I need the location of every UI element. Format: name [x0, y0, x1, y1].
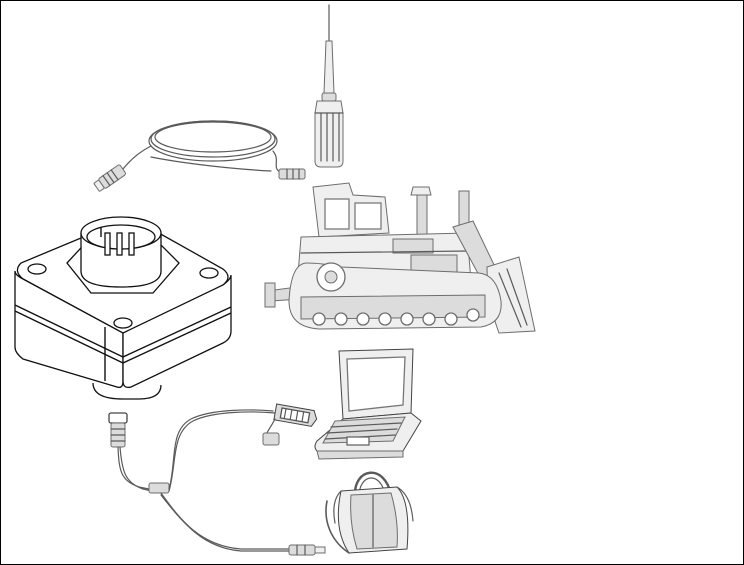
connector-box-icon: [15, 217, 231, 399]
y-cable-icon: [109, 404, 325, 555]
bulldozer-icon: [265, 183, 535, 333]
carry-bag-icon: [326, 473, 413, 553]
coiled-cable-icon: [93, 121, 305, 192]
laptop-icon: [315, 349, 421, 459]
whip-antenna-icon: [315, 5, 343, 167]
